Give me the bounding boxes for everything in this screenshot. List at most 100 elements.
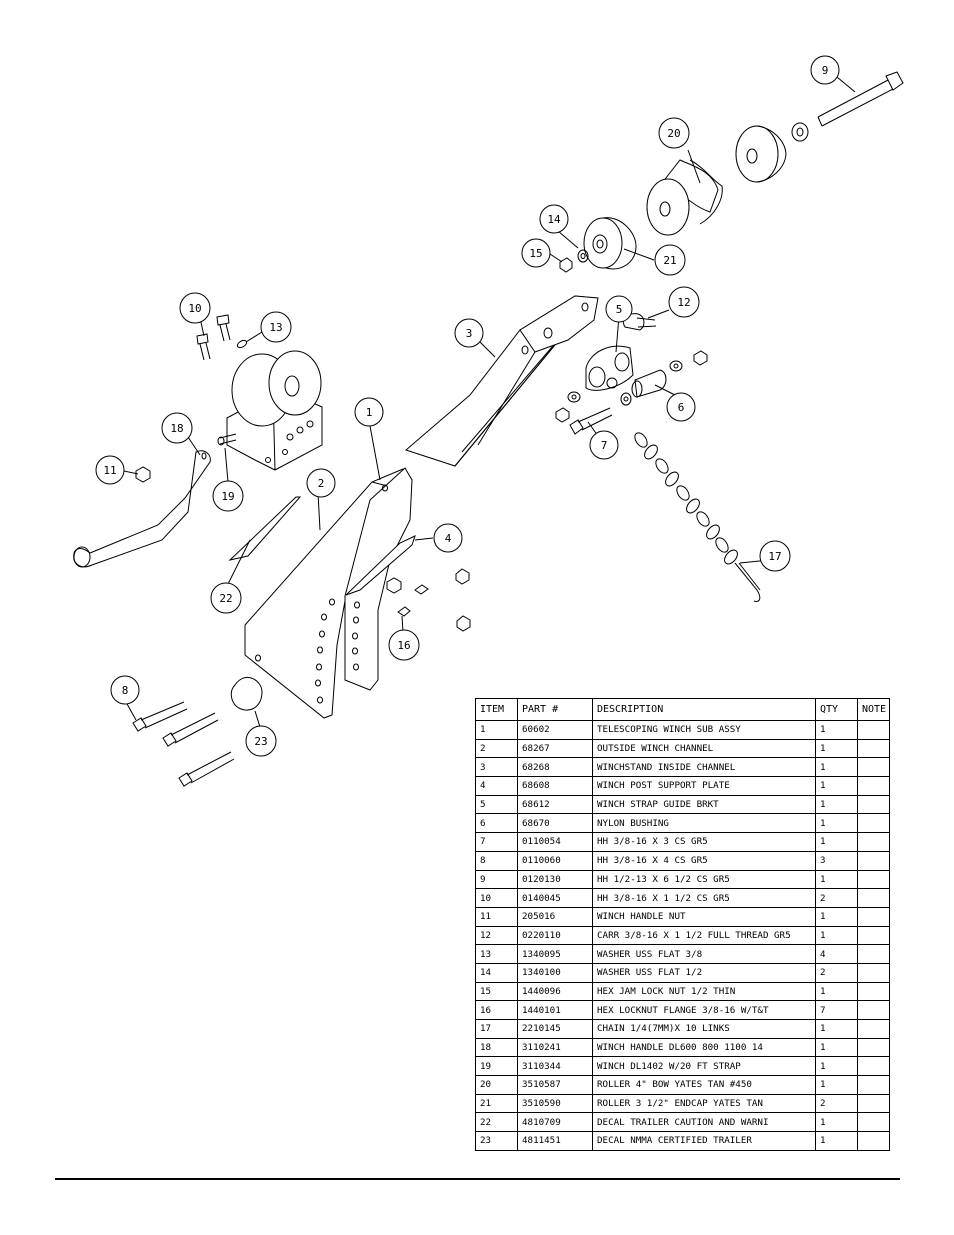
cell-item: 19 bbox=[475, 1056, 518, 1077]
header-qty: QTY bbox=[815, 698, 858, 721]
part-17-chain bbox=[634, 432, 761, 602]
cell-qty: 1 bbox=[815, 1037, 858, 1058]
svg-text:16: 16 bbox=[397, 639, 410, 652]
callout-20: 20 bbox=[658, 117, 690, 149]
cell-note bbox=[857, 944, 890, 964]
svg-text:20: 20 bbox=[667, 127, 680, 140]
callout-14: 14 bbox=[539, 204, 569, 234]
callout-19: 19 bbox=[212, 480, 244, 512]
callout-4: 4 bbox=[433, 523, 463, 553]
part-16-nuts bbox=[386, 568, 471, 632]
cell-part-number: 1340100 bbox=[517, 962, 593, 983]
cell-part-number: 0110060 bbox=[517, 850, 593, 871]
cell-part-number: 0120130 bbox=[517, 869, 593, 890]
cell-note bbox=[857, 813, 890, 834]
cell-part-number: 3510587 bbox=[517, 1075, 593, 1095]
header-description: DESCRIPTION bbox=[592, 698, 816, 721]
cell-note bbox=[857, 832, 890, 852]
cell-description: CHAIN 1/4(7MM)X 10 LINKS bbox=[592, 1019, 816, 1039]
cell-qty: 2 bbox=[815, 888, 858, 908]
cell-note bbox=[857, 925, 890, 946]
cell-item: 17 bbox=[475, 1019, 518, 1039]
washer-icon bbox=[791, 122, 809, 142]
cell-description: WASHER USS FLAT 3/8 bbox=[592, 944, 816, 964]
svg-text:13: 13 bbox=[269, 321, 282, 334]
part-10-bolts bbox=[196, 314, 231, 361]
cell-qty: 4 bbox=[815, 944, 858, 964]
cell-qty: 1 bbox=[815, 869, 858, 890]
cell-description: ROLLER 4" BOW YATES TAN #450 bbox=[592, 1075, 816, 1095]
cell-part-number: 3110241 bbox=[517, 1037, 593, 1058]
cell-description: ROLLER 3 1/2" ENDCAP YATES TAN bbox=[592, 1093, 816, 1114]
cell-note bbox=[857, 1131, 890, 1151]
callout-17: 17 bbox=[759, 540, 791, 572]
cell-note bbox=[857, 1112, 890, 1133]
cell-qty: 2 bbox=[815, 1093, 858, 1114]
callout-23: 23 bbox=[245, 725, 277, 757]
cell-description: WINCH DL1402 W/20 FT STRAP bbox=[592, 1056, 816, 1077]
svg-text:6: 6 bbox=[678, 401, 685, 414]
cell-qty: 1 bbox=[815, 906, 858, 927]
cell-qty: 1 bbox=[815, 738, 858, 759]
cell-description: HH 1/2-13 X 6 1/2 CS GR5 bbox=[592, 869, 816, 890]
cell-qty: 1 bbox=[815, 794, 858, 815]
table-header-row: ITEM PART # DESCRIPTION QTY NOTE bbox=[475, 698, 890, 721]
cell-item: 23 bbox=[475, 1131, 518, 1151]
cell-note bbox=[857, 1000, 890, 1020]
header-part-number: PART # bbox=[517, 698, 593, 721]
part-18-handle bbox=[73, 450, 211, 568]
cell-item: 1 bbox=[475, 720, 518, 740]
part-4-support-plate bbox=[345, 535, 416, 596]
callout-6: 6 bbox=[666, 392, 696, 422]
svg-text:14: 14 bbox=[547, 213, 561, 226]
cell-part-number: 0220110 bbox=[517, 925, 593, 946]
cell-part-number: 0140045 bbox=[517, 888, 593, 908]
part-22-decal bbox=[228, 496, 302, 561]
cell-part-number: 1340095 bbox=[517, 944, 593, 964]
svg-text:1: 1 bbox=[366, 406, 373, 419]
cell-description: OUTSIDE WINCH CHANNEL bbox=[592, 738, 816, 759]
callout-13: 13 bbox=[260, 311, 292, 343]
part-21-roller bbox=[583, 217, 637, 270]
cell-qty: 1 bbox=[815, 981, 858, 1002]
cell-item: 16 bbox=[475, 1000, 518, 1020]
svg-text:15: 15 bbox=[529, 247, 542, 260]
callout-5: 5 bbox=[605, 295, 633, 323]
cell-note bbox=[857, 1037, 890, 1058]
cell-note bbox=[857, 1075, 890, 1095]
cell-item: 22 bbox=[475, 1112, 518, 1133]
cell-description: HEX JAM LOCK NUT 1/2 THIN bbox=[592, 981, 816, 1002]
cell-description: HEX LOCKNUT FLANGE 3/8-16 W/T&T bbox=[592, 1000, 816, 1020]
cell-note bbox=[857, 794, 890, 815]
cell-qty: 1 bbox=[815, 925, 858, 946]
cell-description: WINCH HANDLE NUT bbox=[592, 906, 816, 927]
callout-1: 1 bbox=[354, 397, 384, 427]
part-19-winch bbox=[217, 350, 323, 471]
callout-15: 15 bbox=[521, 238, 551, 268]
cell-item: 8 bbox=[475, 850, 518, 871]
callout-21: 21 bbox=[654, 244, 686, 276]
cell-description: WINCH POST SUPPORT PLATE bbox=[592, 776, 816, 796]
callout-2: 2 bbox=[306, 468, 336, 498]
cell-qty: 1 bbox=[815, 813, 858, 834]
cell-item: 21 bbox=[475, 1093, 518, 1114]
cell-note bbox=[857, 981, 890, 1002]
part-7-bolt bbox=[569, 407, 613, 435]
cell-description: WINCHSTAND INSIDE CHANNEL bbox=[592, 757, 816, 778]
cell-qty: 1 bbox=[815, 757, 858, 778]
part-23-decal bbox=[230, 676, 263, 711]
cell-item: 3 bbox=[475, 757, 518, 778]
part-9-bolt bbox=[817, 71, 904, 127]
cell-description: HH 3/8-16 X 3 CS GR5 bbox=[592, 832, 816, 852]
header-item: ITEM bbox=[475, 698, 518, 721]
cell-description: HH 3/8-16 X 1 1/2 CS GR5 bbox=[592, 888, 816, 908]
